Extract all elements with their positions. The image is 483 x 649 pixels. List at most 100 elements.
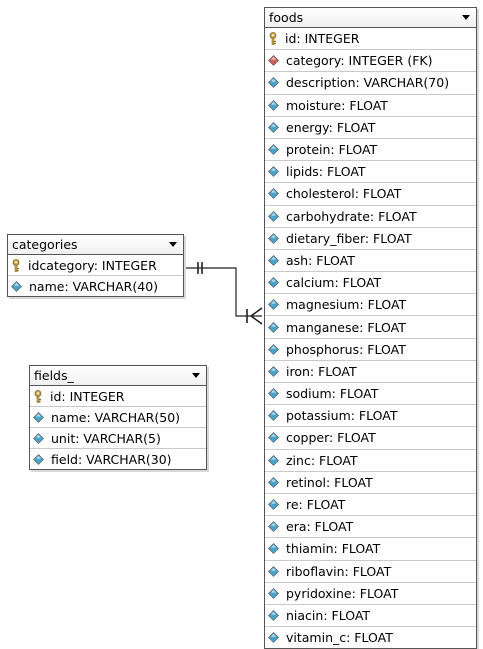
foods-column-label: category: INTEGER (FK) — [286, 53, 433, 69]
column-diamond-icon — [268, 166, 286, 178]
foods-column-row[interactable]: retinol: FLOAT — [265, 472, 476, 494]
column-diamond-icon — [268, 232, 286, 244]
foods-column-label: iron: FLOAT — [286, 363, 357, 379]
column-diamond-icon — [268, 121, 286, 133]
foods-column-row[interactable]: copper: FLOAT — [265, 427, 476, 450]
fields-column-label: field: VARCHAR(30) — [51, 451, 172, 467]
foods-column-row[interactable]: phosphorus: FLOAT — [265, 339, 476, 361]
foods-column-row[interactable]: sodium: FLOAT — [265, 383, 476, 406]
foods-column-label: retinol: FLOAT — [286, 474, 373, 490]
foods-column-label: calcium: FLOAT — [286, 275, 382, 291]
fields-column-row[interactable]: field: VARCHAR(30) — [30, 449, 206, 469]
foods-column-label: magnesium: FLOAT — [286, 297, 407, 313]
foods-column-label: re: FLOAT — [286, 497, 346, 513]
chevron-down-icon[interactable] — [192, 373, 200, 378]
column-diamond-icon — [268, 632, 286, 644]
column-diamond-icon — [268, 144, 286, 155]
foods-column-label: riboflavin: FLOAT — [286, 563, 392, 579]
fields-column-label: id: INTEGER — [50, 388, 125, 404]
foods-column-row[interactable]: iron: FLOAT — [265, 361, 476, 383]
relationship-line — [183, 267, 262, 317]
foods-column-label: lipids: FLOAT — [286, 164, 366, 180]
foods-column-label: protein: FLOAT — [286, 142, 378, 158]
foods-column-row[interactable]: id: INTEGER — [265, 28, 476, 51]
key-icon — [33, 389, 50, 403]
foods-column-label: niacin: FLOAT — [286, 607, 371, 623]
column-diamond-icon — [268, 255, 286, 266]
foods-column-row[interactable]: carbohydrate: FLOAT — [265, 206, 476, 228]
foods-column-row[interactable]: vitamin_c: FLOAT — [265, 627, 476, 648]
chevron-down-icon[interactable] — [462, 15, 470, 20]
foods-column-label: ash: FLOAT — [286, 252, 355, 268]
crowfoot-prong-top — [250, 307, 263, 317]
key-icon — [11, 258, 28, 272]
column-diamond-icon — [33, 411, 51, 423]
foods-column-row[interactable]: era: FLOAT — [265, 516, 476, 539]
foods-column-label: era: FLOAT — [286, 519, 354, 535]
foods-column-row[interactable]: manganese: FLOAT — [265, 316, 476, 339]
foods-table-title: foods — [269, 10, 304, 25]
fields-column-row[interactable]: unit: VARCHAR(5) — [30, 428, 206, 449]
foods-column-row[interactable]: category: INTEGER (FK) — [265, 50, 476, 73]
foods-column-row[interactable]: description: VARCHAR(70) — [265, 72, 476, 95]
column-diamond-icon — [33, 453, 51, 465]
foods-column-row[interactable]: re: FLOAT — [265, 494, 476, 517]
column-diamond-icon — [11, 280, 29, 292]
foods-table-header[interactable]: foods — [265, 8, 476, 28]
foods-column-row[interactable]: zinc: FLOAT — [265, 450, 476, 472]
foods-column-row[interactable]: dietary_fiber: FLOAT — [265, 228, 476, 250]
column-diamond-icon — [268, 432, 286, 444]
crowfoot-prong-bottom — [250, 315, 263, 325]
column-diamond-icon — [268, 321, 286, 333]
foods-column-row[interactable]: niacin: FLOAT — [265, 605, 476, 628]
fields-table-title: fields_ — [34, 368, 74, 383]
foods-column-row[interactable]: moisture: FLOAT — [265, 95, 476, 117]
categories-table-title: categories — [12, 237, 78, 252]
foods-column-label: manganese: FLOAT — [286, 319, 406, 335]
column-diamond-icon — [268, 77, 286, 89]
foods-column-row[interactable]: protein: FLOAT — [265, 139, 476, 162]
categories-table[interactable]: categories idcategory: INTEGER name: VARC… — [7, 234, 184, 297]
foods-column-label: energy: FLOAT — [286, 119, 376, 135]
key-icon — [268, 32, 285, 45]
foods-column-row[interactable]: lipids: FLOAT — [265, 161, 476, 184]
foods-column-row[interactable]: calcium: FLOAT — [265, 272, 476, 295]
foods-column-row[interactable]: cholesterol: FLOAT — [265, 183, 476, 206]
categories-column-label: name: VARCHAR(40) — [29, 278, 159, 294]
categories-column-row[interactable]: name: VARCHAR(40) — [8, 276, 183, 296]
fields-table[interactable]: fields_ id: INTEGER name: VARCHAR(50) unit… — [29, 365, 207, 470]
foods-column-label: zinc: FLOAT — [286, 452, 358, 468]
foods-column-label: pyridoxine: FLOAT — [286, 585, 399, 601]
fields-column-row[interactable]: id: INTEGER — [30, 386, 206, 407]
column-diamond-icon — [268, 410, 286, 422]
foods-column-label: cholesterol: FLOAT — [286, 186, 402, 202]
foods-column-label: vitamin_c: FLOAT — [286, 630, 393, 646]
foods-column-row[interactable]: ash: FLOAT — [265, 250, 476, 273]
foods-column-row[interactable]: thiamin: FLOAT — [265, 538, 476, 561]
fields-column-label: name: VARCHAR(50) — [51, 409, 181, 425]
chevron-down-icon[interactable] — [169, 242, 177, 247]
column-diamond-icon — [268, 454, 286, 466]
foods-column-label: dietary_fiber: FLOAT — [286, 230, 412, 246]
column-diamond-icon — [268, 365, 286, 377]
foods-column-row[interactable]: energy: FLOAT — [265, 117, 476, 139]
column-diamond-icon — [33, 432, 51, 444]
foods-column-label: description: VARCHAR(70) — [286, 75, 450, 91]
foods-column-row[interactable]: potassium: FLOAT — [265, 405, 476, 428]
foods-column-label: phosphorus: FLOAT — [286, 341, 406, 357]
column-diamond-icon — [268, 299, 286, 311]
foods-column-label: copper: FLOAT — [286, 430, 376, 446]
foods-column-row[interactable]: pyridoxine: FLOAT — [265, 583, 476, 605]
fields-column-row[interactable]: name: VARCHAR(50) — [30, 407, 206, 428]
column-diamond-icon — [268, 210, 286, 222]
fields-table-header[interactable]: fields_ — [30, 366, 206, 386]
categories-column-row[interactable]: idcategory: INTEGER — [8, 255, 183, 276]
foods-column-label: carbohydrate: FLOAT — [286, 208, 417, 224]
column-diamond-icon — [268, 343, 286, 355]
foods-column-row[interactable]: magnesium: FLOAT — [265, 294, 476, 317]
column-diamond-icon — [268, 277, 286, 289]
categories-table-header[interactable]: categories — [8, 235, 183, 255]
foods-column-row[interactable]: riboflavin: FLOAT — [265, 561, 476, 583]
foods-column-label: id: INTEGER — [285, 31, 360, 47]
foods-table[interactable]: foods id: INTEGER category: INTEGER (FK) d… — [264, 7, 477, 649]
